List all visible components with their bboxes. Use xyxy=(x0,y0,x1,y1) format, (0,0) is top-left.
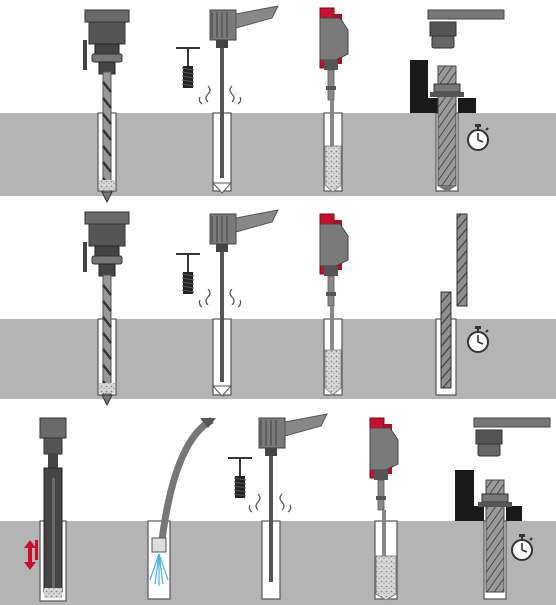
step-blow-clean xyxy=(227,413,328,600)
dispenser-icon xyxy=(319,213,349,307)
step-flush-water xyxy=(147,416,216,600)
step-drill xyxy=(82,211,130,407)
step-blow-clean xyxy=(175,5,279,194)
step-blow-clean xyxy=(175,209,279,397)
step-insert-anchor-rod-torque xyxy=(455,417,551,600)
dispenser-icon xyxy=(369,417,399,511)
vacuum-arrows-icon xyxy=(24,540,38,570)
rebar-icon xyxy=(456,213,468,307)
brush-icon xyxy=(227,457,253,499)
step-hollow-drill-with-vacuum xyxy=(24,417,67,602)
row-2 xyxy=(0,209,556,407)
drill-icon xyxy=(82,9,130,75)
wrench-icon xyxy=(473,417,551,457)
step-inject xyxy=(319,7,349,193)
anchor-rod-icon xyxy=(485,479,505,593)
step-insert-rebar-cure xyxy=(435,213,489,396)
wrench-icon xyxy=(427,9,505,49)
brush-icon xyxy=(175,47,201,89)
row-3 xyxy=(0,413,556,605)
water-hose-icon xyxy=(158,416,214,541)
concrete-slab xyxy=(0,319,556,399)
air-blower-icon xyxy=(209,5,279,99)
concrete-slab xyxy=(0,113,556,196)
step-inject xyxy=(319,213,349,396)
air-blower-icon xyxy=(258,413,328,507)
row-1 xyxy=(0,5,556,204)
step-inject xyxy=(369,417,399,601)
step-insert-anchor-rod-torque xyxy=(410,9,505,192)
drill-icon xyxy=(82,211,130,277)
dispenser-icon xyxy=(319,7,349,101)
brush-icon xyxy=(175,253,201,295)
air-blower-icon xyxy=(209,209,279,303)
step-drill xyxy=(82,9,130,204)
